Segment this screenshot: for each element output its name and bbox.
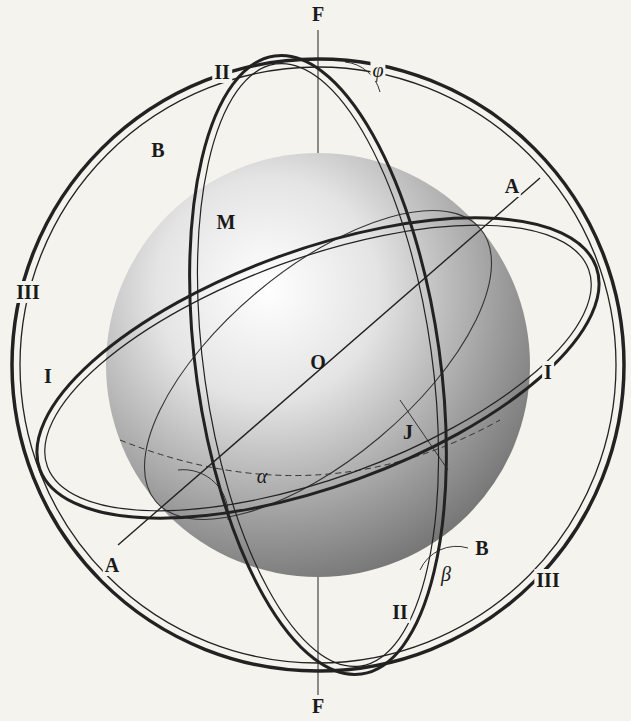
angle-label: α <box>255 465 270 487</box>
axis-f <box>318 572 319 700</box>
axis-f <box>318 30 319 160</box>
point-label: B <box>149 139 166 161</box>
angle-label: β <box>439 563 453 585</box>
angle-label: φ <box>370 59 385 81</box>
ring-label: I <box>542 361 554 383</box>
ring-three-inner <box>20 67 616 663</box>
axis-label: F <box>310 3 326 25</box>
axis-label: A <box>103 554 121 576</box>
ring-label: III <box>534 569 561 591</box>
ring-one <box>0 156 631 580</box>
ring-two <box>154 39 482 691</box>
hidden-circle <box>120 420 500 476</box>
point-label: B <box>473 537 490 559</box>
ring-label: I <box>42 365 54 387</box>
ring-one-inner <box>10 166 627 570</box>
ring-label: II <box>390 601 410 623</box>
point-label: J <box>401 421 415 443</box>
center-label: O <box>308 351 328 373</box>
ring-label: III <box>14 281 41 303</box>
ring-two-inner <box>163 48 473 682</box>
ring-label: II <box>212 61 232 83</box>
axis-label: F <box>310 695 326 717</box>
circle-label: M <box>215 211 238 233</box>
axis-label: A <box>503 175 521 197</box>
